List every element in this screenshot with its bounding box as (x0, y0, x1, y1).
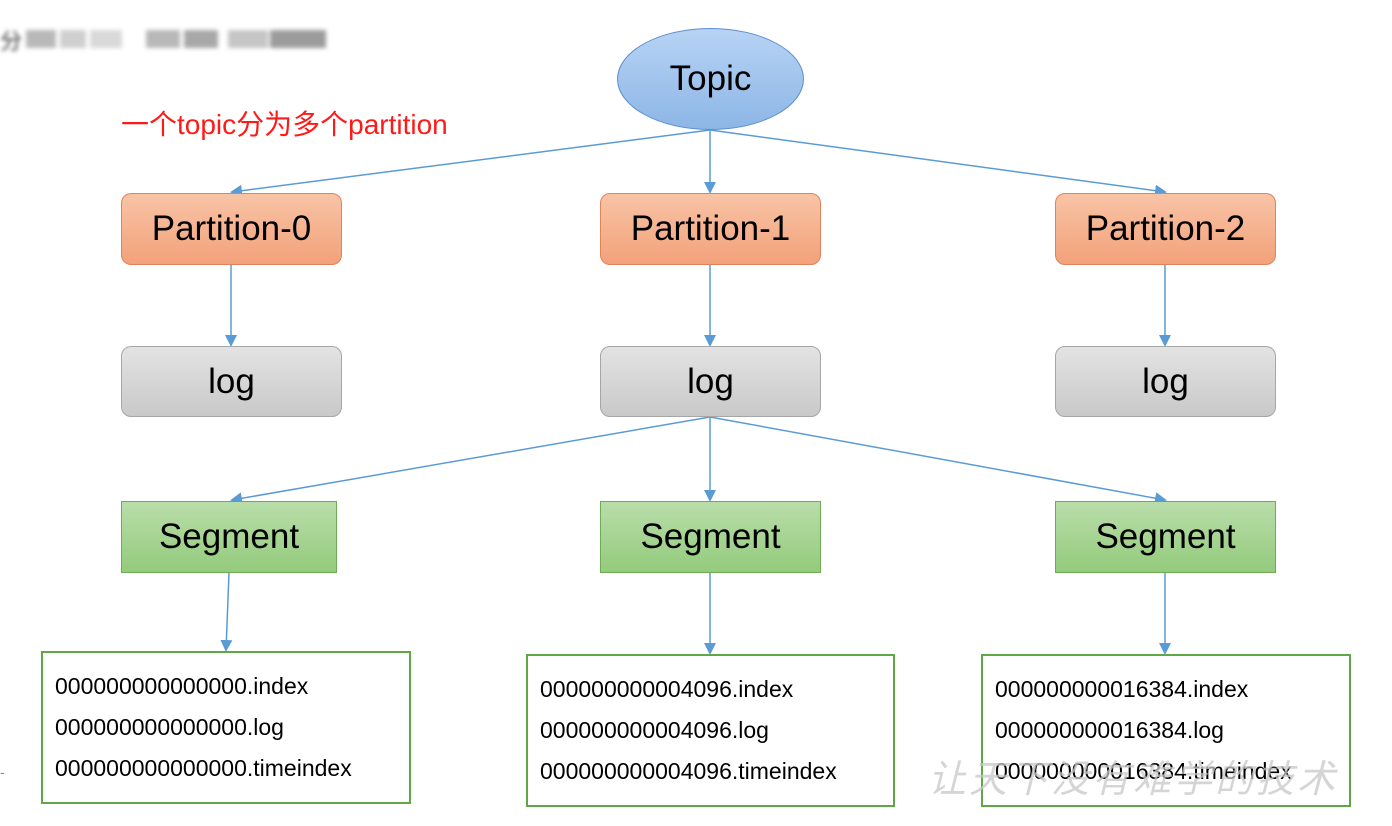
blurred-header-glyph: 分 (0, 29, 23, 54)
arrow-log-to-segment-0 (230, 416, 711, 505)
blurred-block (90, 30, 122, 48)
segment-2-node: Segment (1055, 501, 1276, 573)
partition-0-label: Partition-0 (151, 209, 312, 248)
index-file: 000000000016384.index (995, 676, 1249, 702)
segment-2-files: 000000000016384.index 000000000016384.lo… (981, 654, 1351, 807)
segment-0-files: 000000000000000.index 000000000000000.lo… (41, 651, 411, 804)
blurred-block (270, 30, 326, 48)
blurred-header: 分 (0, 18, 340, 58)
index-file: 000000000004096.index (540, 676, 794, 702)
partition-1-node: Partition-1 (600, 193, 821, 265)
segment-1-label: Segment (640, 517, 781, 556)
timeindex-file: 000000000004096.timeindex (540, 758, 837, 784)
arrow-segment-0-to-files (220, 572, 233, 652)
edge-mark: - (0, 764, 5, 780)
index-file: 000000000000000.index (55, 673, 309, 699)
segment-0-node: Segment (121, 501, 337, 573)
blurred-block (26, 30, 56, 48)
timeindex-file: 000000000000000.timeindex (55, 755, 352, 781)
arrow-topic-to-partition-0 (230, 129, 711, 197)
blurred-block (228, 30, 268, 48)
partition-2-label: Partition-2 (1085, 209, 1246, 248)
log-0-label: log (208, 361, 255, 401)
partition-2-node: Partition-2 (1055, 193, 1276, 265)
segment-0-label: Segment (158, 517, 300, 556)
blurred-block (146, 30, 180, 48)
log-file: 000000000016384.log (995, 717, 1224, 743)
log-file: 000000000000000.log (55, 714, 284, 740)
topic-node: Topic (617, 28, 804, 130)
segment-1-node: Segment (600, 501, 821, 573)
segment-1-files: 000000000004096.index 000000000004096.lo… (526, 654, 895, 807)
blurred-block (184, 30, 218, 48)
topic-annotation: 一个topic分为多个partition (121, 109, 448, 140)
log-1-label: log (687, 361, 734, 401)
log-0-node: log (121, 346, 342, 417)
timeindex-file: 000000000016384.timeindex (995, 758, 1292, 784)
arrow-topic-to-partition-2 (709, 129, 1167, 197)
log-2-node: log (1055, 346, 1276, 417)
blurred-block (60, 30, 86, 48)
topic-label: Topic (669, 59, 752, 98)
watermark: 让天下没有难学的技术 (928, 757, 1339, 801)
partition-0-node: Partition-0 (121, 193, 342, 265)
log-1-node: log (600, 346, 821, 417)
partition-1-label: Partition-1 (630, 209, 791, 248)
segment-2-label: Segment (1095, 517, 1236, 556)
log-2-label: log (1142, 361, 1189, 401)
arrow-log-to-segment-2 (709, 416, 1167, 505)
log-file: 000000000004096.log (540, 717, 769, 743)
